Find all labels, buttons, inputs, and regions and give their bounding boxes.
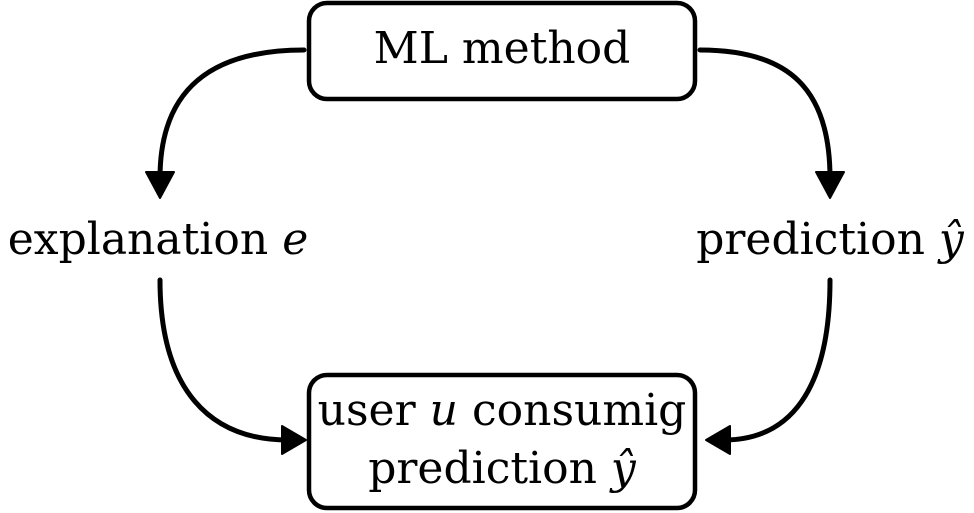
edge-explanation-to-user: [157, 277, 291, 443]
explanation-var: e: [282, 214, 308, 265]
arrowhead-prediction: [815, 171, 845, 199]
node-prediction: prediction ŷ: [696, 214, 965, 265]
user-label-line1: user u consumig: [318, 385, 687, 436]
arrowhead-user-right: [705, 425, 731, 455]
prediction-var: ŷ: [937, 214, 965, 265]
user-prediction-var: ŷ: [609, 443, 637, 494]
edge-ml-to-explanation: [157, 47, 307, 181]
edge-ml-to-prediction: [697, 47, 833, 181]
ml-method-box: [306, 0, 698, 102]
arrowhead-user-left: [281, 425, 307, 455]
edge-prediction-to-user: [721, 277, 833, 443]
explanation-label: explanation e: [8, 214, 309, 265]
arrowhead-explanation: [145, 171, 175, 199]
user-var: u: [430, 385, 458, 436]
node-explanation: explanation e: [8, 214, 309, 265]
prediction-label: prediction ŷ: [696, 214, 965, 265]
user-box: [306, 372, 698, 511]
ml-method-label: ML method: [374, 23, 631, 74]
node-user: user u consumig prediction ŷ: [306, 372, 698, 511]
user-label-line2: prediction ŷ: [368, 443, 637, 494]
node-ml-method: ML method: [306, 0, 698, 102]
